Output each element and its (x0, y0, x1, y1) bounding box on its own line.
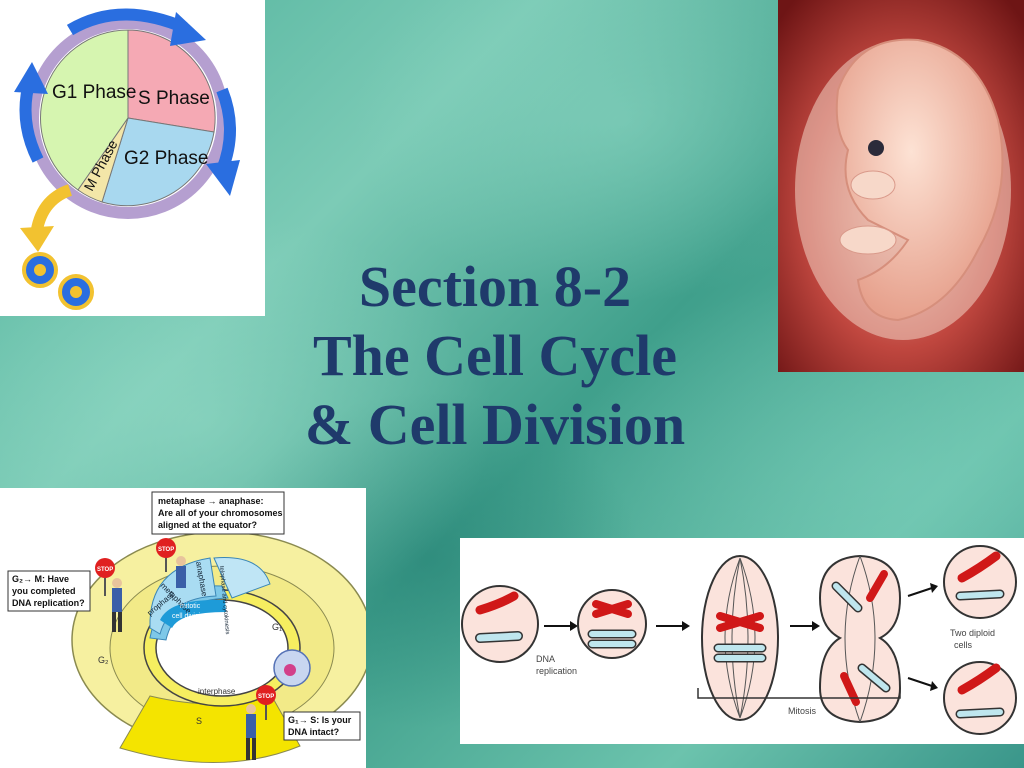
cell-cycle-diagram: G1 Phase S Phase G2 Phase M Phase (0, 0, 265, 316)
daughter-cell-top (943, 545, 1017, 619)
left-arrowhead-icon (14, 62, 48, 94)
checkpoint-diagram: prophase metaphase anaphase telophase an… (0, 488, 366, 768)
mitosis-label: Mitosis (788, 706, 817, 716)
s-label: S Phase (138, 88, 210, 109)
g1s-text-2: DNA intact? (288, 727, 339, 737)
g2-label: G₂ (98, 655, 109, 665)
exit-arrowhead-icon (20, 226, 54, 252)
s-wedge (127, 29, 216, 133)
meta-text-1: metaphase → anaphase: (158, 496, 264, 506)
right-arrowhead-icon (206, 160, 240, 196)
daughter-cell-bottom (943, 661, 1017, 735)
svg-text:STOP: STOP (258, 694, 274, 700)
parent-cell (461, 585, 539, 663)
g1s-callout (283, 711, 361, 741)
svg-text:STOP: STOP (97, 567, 113, 573)
mitosis-diagram: DNA replication Two di (460, 538, 1024, 744)
g2m-text-2: you completed (12, 586, 76, 596)
title-line-3: & Cell Division (304, 392, 686, 457)
title-line-2: The Cell Cycle (312, 323, 678, 388)
mitotic-label: mitotic (180, 603, 201, 610)
top-arrowhead-icon (170, 12, 206, 46)
embryo-photo (778, 0, 1024, 372)
g2-wedge (101, 117, 215, 207)
metaphase-cell (701, 555, 779, 721)
stop-sign-top: STOP (156, 538, 186, 588)
dna-replication-label-1: DNA (536, 654, 555, 664)
title-line-1: Section 8-2 (358, 254, 632, 319)
telophase-label: telophase and cytokinesis (218, 566, 230, 635)
s-label: S (196, 716, 202, 726)
cell-division-band (160, 599, 226, 628)
two-diploid-label-2: cells (954, 640, 973, 650)
g2m-text-1: G₂→ M: Have (12, 574, 69, 584)
cycle-ring (27, 17, 229, 219)
embryo-eye (868, 140, 884, 156)
embryo-body (835, 38, 1004, 322)
m-wedge (77, 117, 129, 203)
g1s-text-1: G₁→ S: Is your (288, 715, 352, 725)
g2-label: G2 Phase (124, 148, 209, 169)
anaphase-cell (818, 554, 902, 724)
stop-sign-left: STOP (95, 558, 122, 632)
interphase-label: interphase (198, 687, 236, 696)
g1-label: G1 Phase (52, 82, 137, 103)
meta-text-3: aligned at the equator? (158, 520, 257, 530)
metaphase-callout (151, 491, 285, 535)
g1-label: G₁ (272, 622, 282, 632)
cell-division-label: cell division (172, 613, 208, 620)
dna-replication-label-2: replication (536, 666, 577, 676)
g2m-text-3: DNA replication? (12, 598, 85, 608)
slide-title: Section 8-2 The Cell Cycle & Cell Divisi… (265, 252, 725, 459)
mitosis-bracket (697, 688, 901, 699)
stop-sign-bottom: STOP (246, 685, 276, 760)
svg-text:STOP: STOP (158, 547, 174, 553)
g2m-callout (7, 570, 91, 612)
top-arrow-icon (66, 8, 188, 36)
two-diploid-label-1: Two diploid (950, 628, 995, 638)
meta-text-2: Are all of your chromosomes (158, 508, 283, 518)
